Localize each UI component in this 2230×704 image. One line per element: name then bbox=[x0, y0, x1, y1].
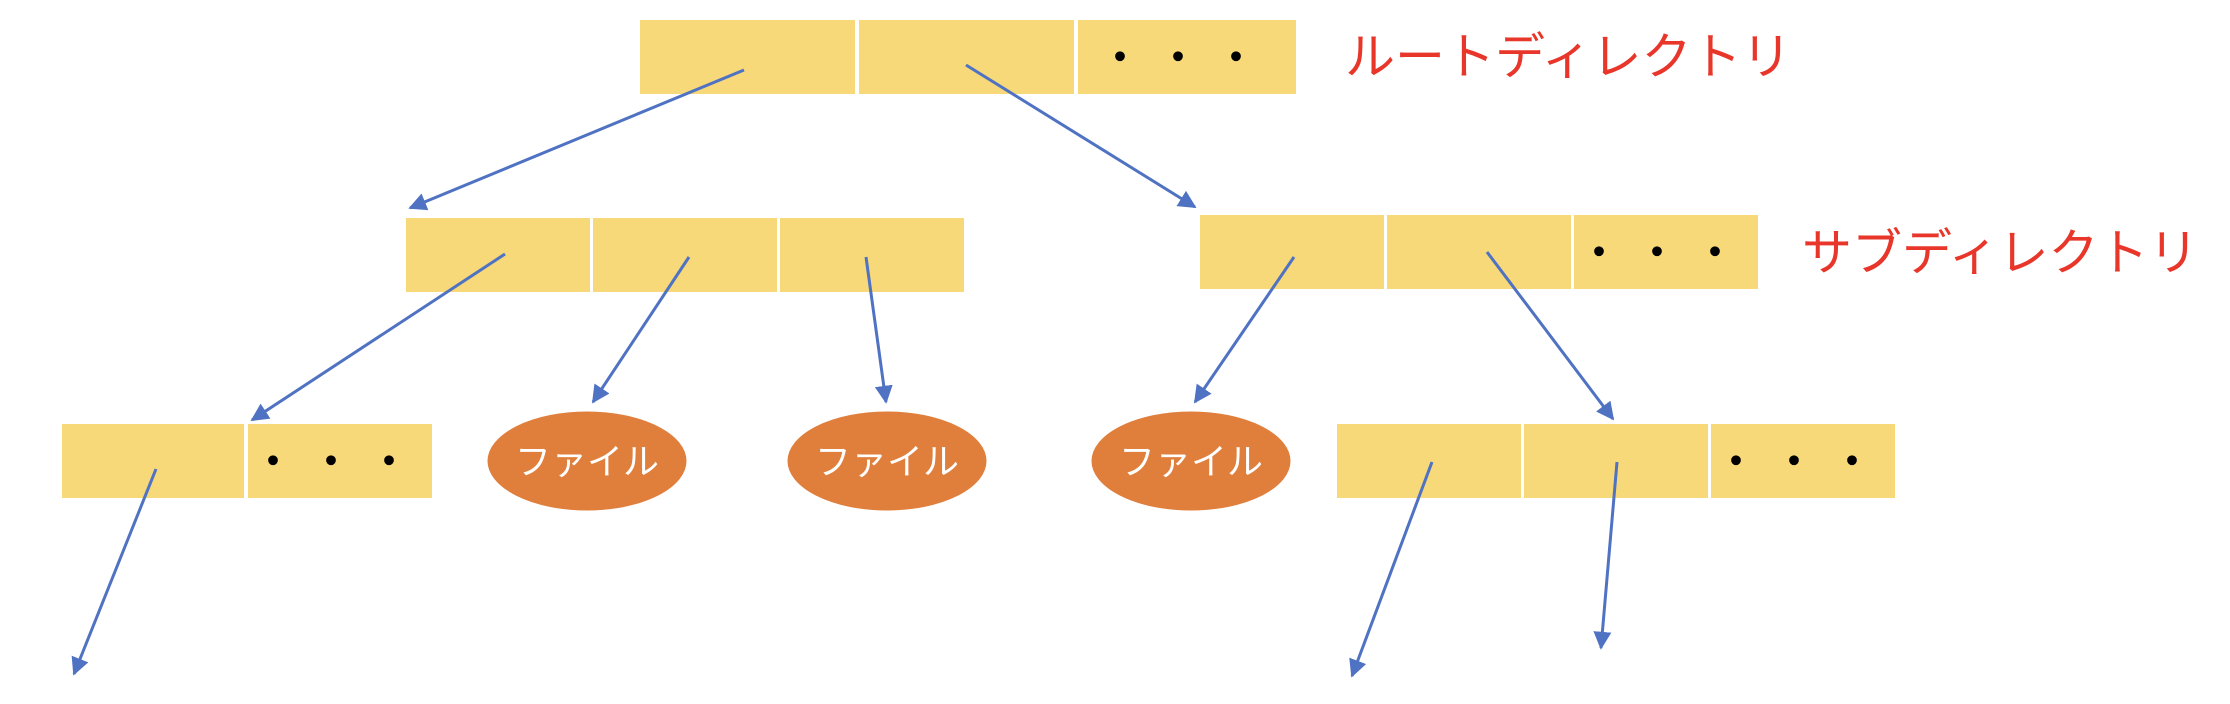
level3-left-cell-more bbox=[248, 424, 432, 498]
file-node-1-label: ファイル bbox=[515, 442, 659, 483]
subdirectory-block-left bbox=[406, 218, 964, 292]
subdir-right-cell-2 bbox=[1387, 215, 1571, 289]
subdir-right-cell-1 bbox=[1200, 215, 1384, 289]
level3-right-cell-1 bbox=[1337, 424, 1521, 498]
file-node: ファイル bbox=[1088, 408, 1294, 514]
root-directory-label: ルートディレクトリ bbox=[1345, 28, 1792, 86]
file-node-2-shape bbox=[784, 408, 990, 514]
root-cell-1 bbox=[640, 20, 855, 94]
subdir-left-cell-2 bbox=[593, 218, 777, 292]
subdir-right-cell-more bbox=[1574, 215, 1758, 289]
file-node-2-label: ファイル bbox=[815, 442, 959, 483]
arrow-level3-left-down bbox=[71, 468, 158, 676]
file-node: ファイル bbox=[484, 408, 690, 514]
level3-right-cell-more bbox=[1711, 424, 1895, 498]
root-cell-2 bbox=[859, 20, 1074, 94]
arrow-root-to-subdir-right bbox=[965, 63, 1197, 209]
root-ellipsis: ・・・ bbox=[1100, 35, 1274, 81]
file-node-1-shape bbox=[484, 408, 690, 514]
root-directory-block: ・・・ bbox=[640, 20, 1296, 94]
root-cell-more bbox=[1078, 20, 1296, 94]
arrow-subdir-right-to-level3-right bbox=[1485, 251, 1615, 421]
level3-left-ellipsis: ・・・ bbox=[253, 439, 427, 485]
arrow-subdir-left-to-file-1 bbox=[591, 256, 691, 404]
subdir-left-cell-1 bbox=[406, 218, 590, 292]
subdirectory-block-right: ・・・ bbox=[1200, 215, 1758, 289]
file-node-3-label: ファイル bbox=[1119, 442, 1263, 483]
arrow-subdir-left-to-level3-left bbox=[250, 252, 506, 422]
arrow-level3-right-2-down bbox=[1593, 461, 1619, 650]
level3-left-cell-1 bbox=[62, 424, 244, 498]
subdir-left-cell-3 bbox=[780, 218, 964, 292]
arrow-level3-right-1-down bbox=[1349, 461, 1434, 678]
arrow-subdir-left-to-file-2 bbox=[864, 256, 893, 404]
subdir-right-ellipsis: ・・・ bbox=[1579, 230, 1753, 276]
arrow-subdir-right-to-file-3 bbox=[1193, 256, 1296, 404]
level3-directory-left: ・・・ bbox=[62, 424, 432, 498]
level3-right-ellipsis: ・・・ bbox=[1716, 439, 1890, 485]
file-node: ファイル bbox=[784, 408, 990, 514]
file-node-3-shape bbox=[1088, 408, 1294, 514]
arrow-root-to-subdir-left bbox=[408, 68, 745, 211]
tree-edges bbox=[71, 63, 1619, 678]
subdirectory-label: サブディレクトリ bbox=[1802, 224, 2199, 282]
